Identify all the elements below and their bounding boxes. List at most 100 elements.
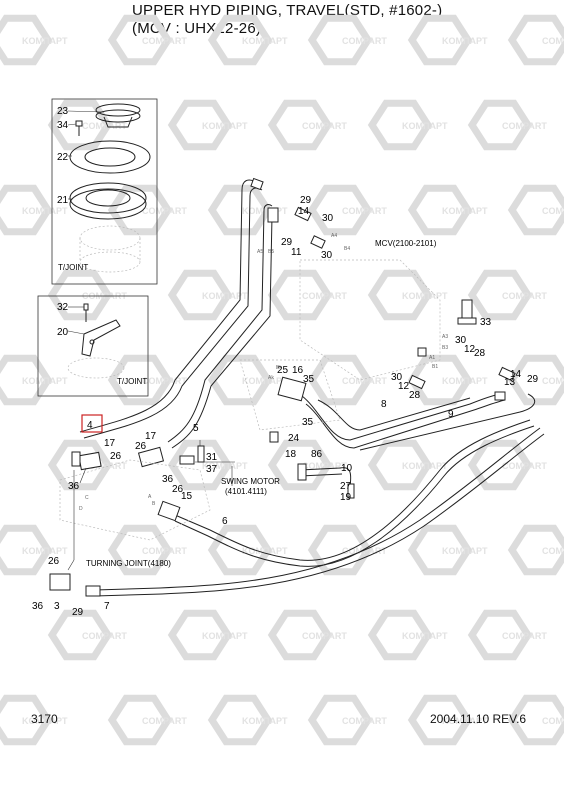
watermark-logo — [47, 609, 113, 661]
watermark-text: KOMПAPT — [242, 546, 288, 556]
watermark-logo — [307, 694, 373, 746]
callout-16: 16 — [292, 365, 304, 376]
callout-7: 7 — [104, 601, 110, 612]
bolt-part — [75, 120, 83, 136]
watermark-logo — [167, 609, 233, 661]
watermark-logo — [467, 439, 533, 491]
callout-30: 30 — [455, 335, 467, 346]
watermark-logo — [267, 439, 333, 491]
callout-9: 9 — [448, 409, 454, 420]
page-number: 3170 — [31, 712, 58, 726]
turning-joint-ghost-bottom — [67, 357, 125, 379]
watermark-text: KOMПAPT — [22, 206, 68, 216]
port-mark-b5: B5 — [268, 249, 274, 255]
callout-15: 15 — [181, 491, 193, 502]
callout-6: 6 — [222, 516, 228, 527]
callout-36: 36 — [68, 481, 80, 492]
watermark-logo — [407, 184, 473, 236]
callout-14: 14 — [298, 206, 310, 217]
callout-24: 24 — [288, 433, 300, 444]
callout-17: 17 — [145, 431, 157, 442]
port-mark-d: D — [79, 506, 83, 512]
port-mark-a4: A4 — [331, 233, 337, 239]
watermark-text: COMPART — [142, 36, 187, 46]
watermark-text: COMPART — [142, 716, 187, 726]
callout-26: 26 — [110, 451, 122, 462]
watermark-logo — [107, 354, 173, 406]
watermark-text: COMPART — [342, 716, 387, 726]
title-line-1: UPPER HYD PIPING, TRAVEL(STD, #1602-) — [132, 2, 443, 19]
callout-12: 12 — [464, 344, 476, 355]
callout-31: 31 — [206, 452, 218, 463]
mcv-ghost — [59, 259, 441, 541]
callout-21: 21 — [57, 195, 69, 206]
hose-lines — [79, 179, 545, 597]
port-mark-a1: A1 — [429, 355, 435, 361]
inset-bottom-caption: T/JOINT — [117, 377, 147, 386]
callout-13: 13 — [504, 377, 516, 388]
inset-bottom-labels: 32 20 T/JOINT — [57, 302, 147, 386]
turning-joint-ghost — [79, 225, 141, 273]
watermark-logo — [107, 694, 173, 746]
watermark-logo — [407, 524, 473, 576]
watermark-text: KOMПAPT — [442, 206, 488, 216]
port-mark-a5: A5 — [257, 249, 263, 255]
watermark-text: COMPART — [142, 206, 187, 216]
callout-14: 14 — [510, 369, 522, 380]
watermark-text: KOMПAPT — [402, 631, 448, 641]
callout-4: 4 — [87, 420, 93, 431]
watermark-logo — [267, 609, 333, 661]
watermark-text: KOMПAPT — [242, 206, 288, 216]
port-mark-a3: A3 — [442, 334, 448, 340]
port-mark-a: A — [148, 494, 152, 500]
watermark-text: KOMПAPT — [242, 376, 288, 386]
leader-lines — [67, 110, 235, 571]
watermark-text: KOMПAPT — [402, 121, 448, 131]
callout-12: 12 — [398, 381, 410, 392]
clamp-band-part — [95, 103, 141, 128]
callout-23: 23 — [57, 106, 69, 117]
inset-box-top — [51, 98, 158, 285]
watermark-logo — [47, 269, 113, 321]
callout-28: 28 — [474, 348, 486, 359]
turning-joint-label: TURNING JOINT(4180) — [86, 559, 171, 568]
watermark-logo — [0, 354, 53, 406]
callout-25: 25 — [277, 365, 289, 376]
callout-32: 32 — [57, 302, 69, 313]
highlighted-callout-frame — [81, 414, 103, 433]
watermark-logo — [207, 694, 273, 746]
watermark-text: COMPART — [142, 546, 187, 556]
watermark-text: KOMПAPT — [202, 121, 248, 131]
callout-36: 36 — [32, 601, 44, 612]
watermark-logo — [407, 14, 473, 66]
watermark-logo — [0, 694, 53, 746]
gasket-plate-part — [69, 140, 151, 174]
callout-19: 19 — [340, 492, 352, 503]
callout-18: 18 — [285, 449, 297, 460]
callout-29: 29 — [281, 237, 293, 248]
watermark-text: KOMПAPT — [22, 376, 68, 386]
watermark-logo — [47, 439, 113, 491]
callout-30: 30 — [322, 213, 334, 224]
port-mark-ak: Ak — [268, 375, 274, 381]
port-mark-bk: Bk — [276, 365, 282, 371]
watermark-logo — [167, 269, 233, 321]
callout-30: 30 — [321, 250, 333, 261]
swing-motor-label-1: SWING MOTOR — [221, 477, 280, 486]
inset-box-bottom — [37, 295, 149, 397]
watermark-text: COMPART — [302, 461, 347, 471]
watermark-text: COMPART — [82, 461, 127, 471]
mcv-label: MCV(2100-2101) — [375, 239, 437, 248]
watermark-logo — [507, 184, 564, 236]
callout-26: 26 — [172, 484, 184, 495]
watermark-text: COMPART — [542, 36, 564, 46]
watermark-text: COMPART — [342, 36, 387, 46]
watermark-text: KOMПAPT — [22, 546, 68, 556]
watermark-logo — [367, 269, 433, 321]
watermark-text: COMPART — [542, 376, 564, 386]
watermark-text: KOMПAPT — [202, 461, 248, 471]
watermark-text: COMPART — [302, 631, 347, 641]
callout-20: 20 — [57, 327, 69, 338]
watermark-text: KOMПAPT — [202, 291, 248, 301]
